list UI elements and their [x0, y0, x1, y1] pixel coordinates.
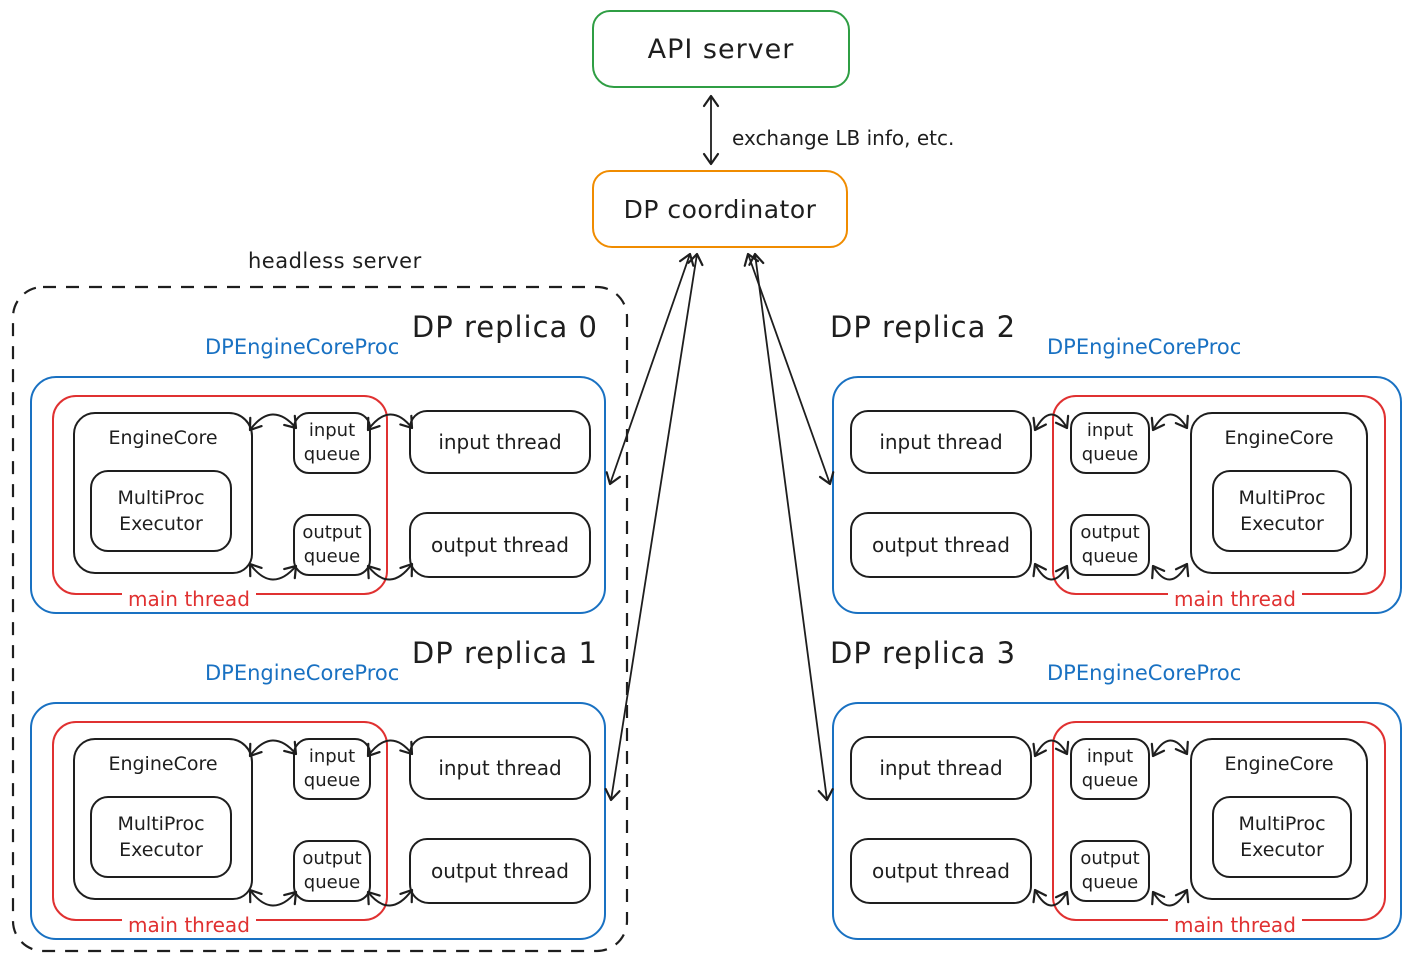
input-queue-label-line2: queue	[1081, 770, 1139, 791]
replica-0-engine-core-box: EngineCore MultiProc Executor	[73, 412, 253, 574]
coordinator-replica-2-arrow	[743, 252, 835, 486]
input-queue-label-line1: input	[1086, 746, 1134, 767]
replica-1-main-thread-label: main thread	[122, 913, 256, 937]
output-queue-label-line2: queue	[303, 872, 361, 893]
replica-0-multiproc-executor-box: MultiProc Executor	[90, 470, 232, 552]
api-server-label: API server	[647, 33, 795, 65]
input-queue-label-line2: queue	[303, 770, 361, 791]
replica-3-engine-core-label: EngineCore	[1224, 753, 1334, 775]
output-queue-label-line2: queue	[1081, 872, 1139, 893]
replica-3-process-boundary	[832, 702, 1402, 940]
replica-3-input-queue-box: input queue	[1070, 738, 1150, 800]
input-queue-label-line2: queue	[1081, 444, 1139, 465]
replica-1-engine-core-box: EngineCore MultiProc Executor	[73, 738, 253, 900]
multiproc-label-line1: MultiProc	[117, 487, 205, 509]
output-queue-label-line1: output	[1080, 522, 1140, 543]
replica-2-engine-core-label: EngineCore	[1224, 427, 1334, 449]
output-thread-label: output thread	[431, 533, 569, 557]
output-queue-label-line2: queue	[1081, 546, 1139, 567]
replica-2-title: DP replica 2	[830, 310, 1017, 344]
replica-2-main-thread-label: main thread	[1168, 587, 1302, 611]
replica-1-title: DP replica 1	[411, 636, 598, 670]
replica-2-output-thread-box: output thread	[850, 512, 1032, 578]
replica-0-engine-core-label: EngineCore	[108, 427, 218, 449]
replica-1-output-queue-box: output queue	[293, 840, 371, 902]
replica-3-output-thread-box: output thread	[850, 838, 1032, 904]
replica-0-main-thread-label: main thread	[122, 587, 256, 611]
multiproc-label-line2: Executor	[119, 839, 203, 861]
replica-1: DP replica 1 DPEngineCoreProc EngineCore…	[30, 636, 606, 940]
output-queue-label-line1: output	[302, 848, 362, 869]
dp-coordinator-box: DP coordinator	[592, 170, 848, 248]
output-queue-label-line1: output	[1080, 848, 1140, 869]
replica-1-engine-core-label: EngineCore	[108, 753, 218, 775]
replica-2-multiproc-executor-box: MultiProc Executor	[1212, 470, 1352, 552]
replica-2-dpenginecoreproc-label: DPEngineCoreProc	[1047, 335, 1242, 359]
replica-2-input-thread-box: input thread	[850, 410, 1032, 474]
replica-1-multiproc-executor-box: MultiProc Executor	[90, 796, 232, 878]
headless-server-label: headless server	[248, 249, 422, 273]
replica-2-engine-core-box: EngineCore MultiProc Executor	[1190, 412, 1368, 574]
replica-0-input-queue-box: input queue	[293, 412, 371, 474]
multiproc-label-line1: MultiProc	[117, 813, 205, 835]
replica-3-main-thread-label: main thread	[1168, 913, 1302, 937]
replica-1-input-queue-box: input queue	[293, 738, 371, 800]
dp-coordinator-label: DP coordinator	[623, 194, 817, 224]
replica-3-engine-core-box: EngineCore MultiProc Executor	[1190, 738, 1368, 900]
replica-0: DP replica 0 DPEngineCoreProc EngineCore…	[30, 310, 606, 614]
replica-1-dpenginecoreproc-label: DPEngineCoreProc	[205, 661, 400, 685]
replica-0-output-queue-box: output queue	[293, 514, 371, 576]
input-queue-label-line1: input	[1086, 420, 1134, 441]
replica-3: DP replica 3 DPEngineCoreProc EngineCore…	[830, 636, 1402, 940]
replica-3-dpenginecoreproc-label: DPEngineCoreProc	[1047, 661, 1242, 685]
replica-1-input-thread-box: input thread	[409, 736, 591, 800]
replica-0-title: DP replica 0	[411, 310, 598, 344]
replica-2: DP replica 2 DPEngineCoreProc EngineCore…	[830, 310, 1402, 614]
coordinator-replica-0-arrow	[605, 252, 695, 486]
multiproc-label-line1: MultiProc	[1238, 487, 1326, 509]
multiproc-label-line2: Executor	[1240, 839, 1324, 861]
input-thread-label: input thread	[438, 756, 562, 780]
replica-2-output-queue-box: output queue	[1070, 514, 1150, 576]
input-queue-label-line1: input	[308, 746, 356, 767]
coordinator-replica-3-arrow	[748, 252, 834, 802]
replica-0-output-thread-box: output thread	[409, 512, 591, 578]
output-thread-label: output thread	[872, 533, 1010, 557]
replica-2-input-queue-box: input queue	[1070, 412, 1150, 474]
output-thread-label: output thread	[431, 859, 569, 883]
multiproc-label-line2: Executor	[119, 513, 203, 535]
input-thread-label: input thread	[438, 430, 562, 454]
output-queue-label-line1: output	[302, 522, 362, 543]
replica-0-input-thread-box: input thread	[409, 410, 591, 474]
coordinator-replica-1-arrow	[604, 252, 704, 802]
output-queue-label-line2: queue	[303, 546, 361, 567]
input-queue-label-line1: input	[308, 420, 356, 441]
multiproc-label-line1: MultiProc	[1238, 813, 1326, 835]
replica-1-output-thread-box: output thread	[409, 838, 591, 904]
replica-3-output-queue-box: output queue	[1070, 840, 1150, 902]
replica-0-dpenginecoreproc-label: DPEngineCoreProc	[205, 335, 400, 359]
api-server-box: API server	[592, 10, 850, 88]
input-thread-label: input thread	[879, 756, 1003, 780]
replica-3-title: DP replica 3	[830, 636, 1017, 670]
multiproc-label-line2: Executor	[1240, 513, 1324, 535]
output-thread-label: output thread	[872, 859, 1010, 883]
replica-3-multiproc-executor-box: MultiProc Executor	[1212, 796, 1352, 878]
exchange-lb-info-label: exchange LB info, etc.	[732, 126, 955, 150]
input-thread-label: input thread	[879, 430, 1003, 454]
replica-3-input-thread-box: input thread	[850, 736, 1032, 800]
input-queue-label-line2: queue	[303, 444, 361, 465]
